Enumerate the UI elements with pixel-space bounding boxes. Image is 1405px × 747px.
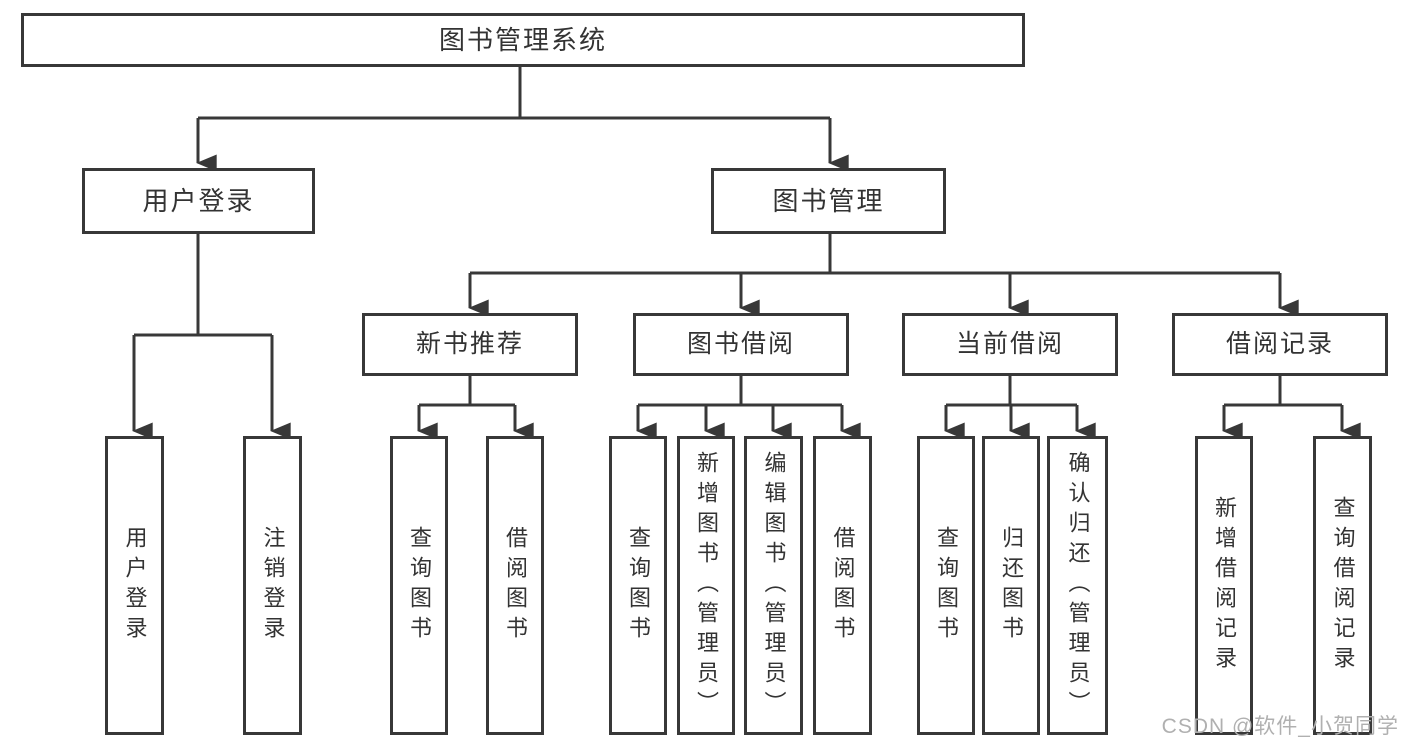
node-current-borrowing: 当前借阅 bbox=[902, 313, 1118, 376]
connector-arrows bbox=[132, 118, 1361, 440]
leaf-current-return-book: 归还图书 bbox=[982, 436, 1040, 735]
leaf-borrowing-query-book: 查询图书 bbox=[609, 436, 667, 735]
node-book-borrowing: 图书借阅 bbox=[633, 313, 849, 376]
leaf-recommend-borrow-book: 借阅图书 bbox=[486, 436, 544, 735]
csdn-watermark: CSDN @软件_小贺同学 bbox=[1161, 715, 1399, 738]
leaf-recommend-query-book: 查询图书 bbox=[390, 436, 448, 735]
leaf-records-query-borrow-record: 查询借阅记录 bbox=[1313, 436, 1372, 735]
node-library-system: 图书管理系统 bbox=[21, 13, 1025, 67]
leaf-logout: 注销登录 bbox=[243, 436, 302, 735]
leaf-borrowing-add-book-admin: 新增图书（管理员） bbox=[677, 436, 735, 735]
node-user-login: 用户登录 bbox=[82, 168, 315, 234]
leaf-current-query-book: 查询图书 bbox=[917, 436, 975, 735]
node-new-book-recommend: 新书推荐 bbox=[362, 313, 578, 376]
connector-lines bbox=[134, 67, 1342, 407]
node-book-management: 图书管理 bbox=[711, 168, 946, 234]
leaf-current-confirm-return-admin: 确认归还（管理员） bbox=[1047, 436, 1108, 735]
node-borrowing-records: 借阅记录 bbox=[1172, 313, 1388, 376]
leaf-borrowing-borrow-book: 借阅图书 bbox=[813, 436, 872, 735]
leaf-user-login: 用户登录 bbox=[105, 436, 164, 735]
leaf-records-add-borrow-record: 新增借阅记录 bbox=[1195, 436, 1253, 735]
leaf-borrowing-edit-book-admin: 编辑图书（管理员） bbox=[744, 436, 803, 735]
